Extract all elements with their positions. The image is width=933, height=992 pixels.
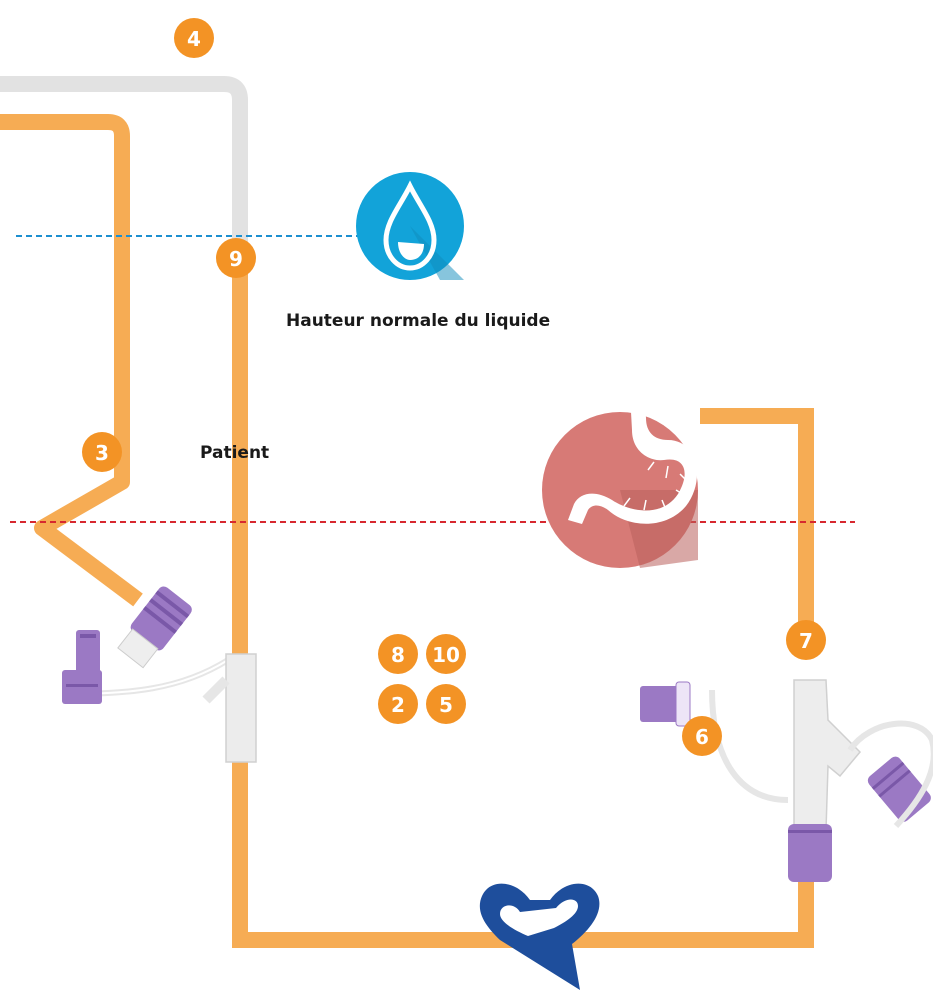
badge-9: 9 [216, 238, 256, 278]
badge-2: 2 [378, 684, 418, 724]
stomach-icon [542, 394, 698, 568]
liquid-height-label: Hauteur normale du liquide [286, 311, 550, 331]
badge-6: 6 [682, 716, 722, 756]
badge-5: 5 [426, 684, 466, 724]
t-connector [202, 653, 257, 763]
badge-4: 4 [174, 18, 214, 58]
badge-3: 3 [82, 432, 122, 472]
badge-8: 8 [378, 634, 418, 674]
svg-text:5: 5 [439, 693, 453, 717]
svg-text:9: 9 [229, 247, 243, 271]
patient-label: Patient [200, 443, 269, 463]
svg-text:4: 4 [187, 27, 201, 51]
main-tube [232, 262, 814, 948]
svg-text:2: 2 [391, 693, 405, 717]
left-connector [61, 586, 230, 704]
svg-text:6: 6 [695, 725, 709, 749]
gray-tube [0, 76, 248, 248]
stomach-tube [700, 408, 814, 650]
water-drop-icon [356, 172, 464, 280]
badge-10: 10 [426, 634, 466, 674]
svg-text:7: 7 [799, 629, 813, 653]
svg-text:3: 3 [95, 441, 109, 465]
svg-text:10: 10 [432, 643, 460, 667]
svg-text:8: 8 [391, 643, 405, 667]
left-tube [0, 114, 143, 607]
right-y-connector [640, 679, 933, 882]
badge-7: 7 [786, 620, 826, 660]
heart-logo-icon [479, 883, 600, 990]
